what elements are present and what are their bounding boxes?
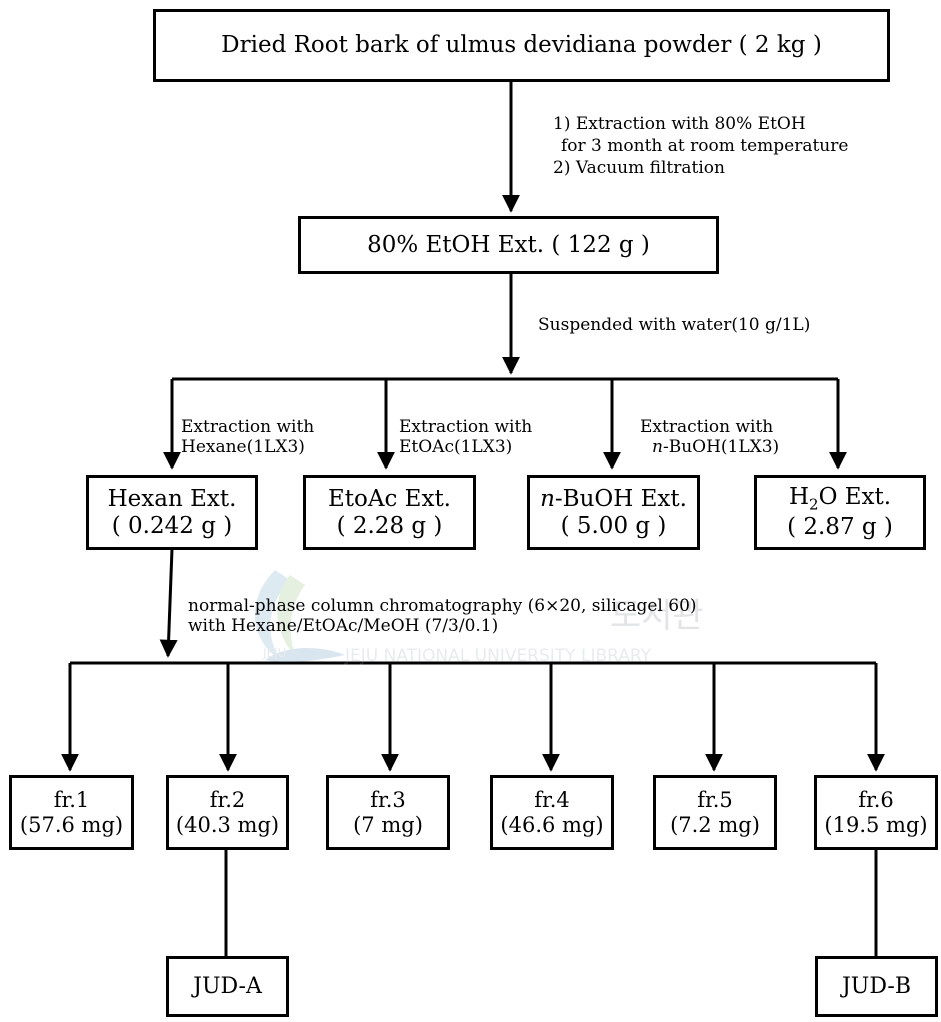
hexane-step-line1: Extraction with xyxy=(181,417,315,437)
suspension-step-note: Suspended with water(10 g/1L) xyxy=(538,314,810,336)
fraction-box-4: fr.4 (46.6 mg) xyxy=(490,775,614,850)
buoh-extract-box: n-BuOH Ext. ( 5.00 g ) xyxy=(527,475,700,550)
buoh-extract-solvent: -BuOH Ext. xyxy=(554,486,687,513)
fraction-box-2: fr.2 (40.3 mg) xyxy=(166,775,289,850)
hexane-step-note: Extraction with Hexane(1LX3) xyxy=(181,417,315,457)
ethanol-extract-box: 80% EtOH Ext. ( 122 g ) xyxy=(298,216,719,274)
water-formula-subscript: 2 xyxy=(809,495,819,514)
buoh-italic-n: n xyxy=(540,486,555,513)
arrow-hexane-to-fractions xyxy=(159,548,178,658)
extraction-step-line2: for 3 month at room temperature xyxy=(561,136,849,157)
extraction-step-line3: 2) Vacuum filtration xyxy=(553,158,725,179)
buoh-step-italic-n: n xyxy=(652,436,663,457)
etoac-step-line1: Extraction with xyxy=(399,417,533,437)
hexane-step-line2: Hexane(1LX3) xyxy=(181,436,305,457)
hexane-extract-amount: ( 0.242 g ) xyxy=(111,512,233,539)
chromatography-step-line1: normal-phase column chromatography (6×20… xyxy=(188,596,697,616)
chromatography-step-line2: with Hexane/EtOAc/MeOH (7/3/0.1) xyxy=(188,615,499,636)
suspension-step-text: Suspended with water(10 g/1L) xyxy=(538,315,811,335)
buoh-extract-amount: ( 5.00 g ) xyxy=(560,512,667,539)
etoac-extract-amount: ( 2.28 g ) xyxy=(336,512,443,539)
fraction-name: fr.5 xyxy=(697,788,733,813)
fraction-amount: (7.2 mg) xyxy=(670,812,760,837)
fraction-amount: (7 mg) xyxy=(353,812,423,837)
water-formula-h: H xyxy=(788,484,810,511)
water-extract-amount: ( 2.87 g ) xyxy=(787,514,893,541)
compound-label: JUD-B xyxy=(841,973,911,999)
fraction-box-3: fr.3 (7 mg) xyxy=(326,775,450,850)
fraction-name: fr.2 xyxy=(209,788,246,813)
hexane-extract-box: Hexan Ext. ( 0.242 g ) xyxy=(86,475,258,550)
compound-box-jud-a: JUD-A xyxy=(166,956,289,1017)
fraction-name: fr.3 xyxy=(370,788,406,813)
fraction-box-1: fr.1 (57.6 mg) xyxy=(9,775,134,850)
buoh-extract-name: n-BuOH Ext. xyxy=(540,486,687,512)
raw-material-label: Dried Root bark of ulmus devidiana powde… xyxy=(221,32,822,59)
buoh-step-note: Extraction with n-BuOH(1LX3) xyxy=(640,417,780,458)
fraction-name: fr.1 xyxy=(53,788,90,813)
compound-box-jud-b: JUD-B xyxy=(815,956,938,1017)
buoh-step-line2: n-BuOH(1LX3) xyxy=(640,436,780,458)
fraction-amount: (57.6 mg) xyxy=(19,812,124,837)
buoh-step-solvent: -BuOH(1LX3) xyxy=(662,436,780,457)
ethanol-extract-label: 80% EtOH Ext. ( 122 g ) xyxy=(367,231,650,258)
fraction-name: fr.6 xyxy=(858,788,894,813)
fraction-box-6: fr.6 (19.5 mg) xyxy=(814,775,938,850)
hexane-extract-name: Hexan Ext. xyxy=(107,486,237,513)
fraction-name: fr.4 xyxy=(534,788,570,813)
fraction-amount: (40.3 mg) xyxy=(175,812,280,837)
water-extract-box: H2O Ext. ( 2.87 g ) xyxy=(754,475,926,550)
water-extract-suffix: O Ext. xyxy=(818,484,892,511)
chromatography-step-note: normal-phase column chromatography (6×20… xyxy=(188,596,697,636)
extraction-step-note: 1) Extraction with 80% EtOH for 3 month … xyxy=(553,113,848,179)
compound-label: JUD-A xyxy=(193,973,262,999)
water-extract-name: H2O Ext. xyxy=(789,484,891,514)
etoac-extract-box: EtoAc Ext. ( 2.28 g ) xyxy=(303,475,476,550)
raw-material-box: Dried Root bark of ulmus devidiana powde… xyxy=(153,9,890,82)
etoac-step-line2: EtOAc(1LX3) xyxy=(399,436,513,457)
fraction-box-5: fr.5 (7.2 mg) xyxy=(653,775,777,850)
etoac-extract-name: EtoAc Ext. xyxy=(328,486,451,513)
etoac-step-note: Extraction with EtOAc(1LX3) xyxy=(399,417,533,457)
fraction-amount: (46.6 mg) xyxy=(500,812,604,837)
extraction-step-line1: 1) Extraction with 80% EtOH xyxy=(553,114,806,134)
fraction-amount: (19.5 mg) xyxy=(824,812,928,837)
buoh-step-line1: Extraction with xyxy=(640,417,774,437)
